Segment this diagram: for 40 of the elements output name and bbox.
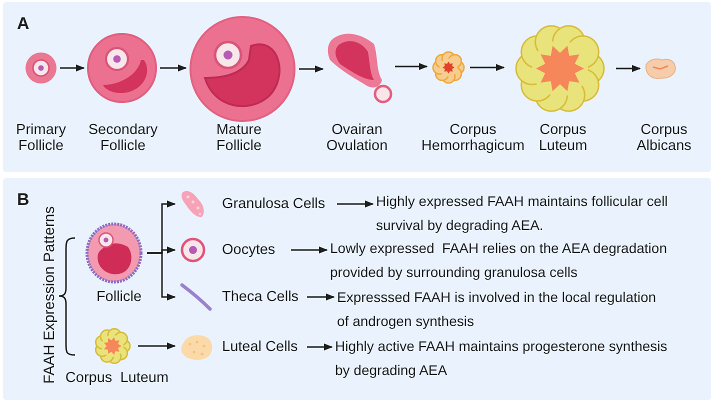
description-text: Lowly expressed FAAH relies on the AEA degradation provided by surrounding granulosa cells	[330, 236, 680, 286]
arrow	[60, 64, 85, 72]
axis-title: FAAH Expression Patterns	[41, 205, 59, 385]
arrow	[147, 252, 176, 301]
panel-letter: B	[17, 190, 30, 210]
arrow	[307, 343, 333, 351]
description-text: Highly active FAAH maintains progesterone synthesis by degrading AEA	[335, 334, 685, 384]
stage-caption: Ovairan Ovulation	[326, 122, 388, 154]
corpus-albicans-drawing	[643, 57, 677, 80]
mature-follicle-drawing	[189, 16, 296, 122]
stage-caption: Mature Follicle	[216, 122, 262, 154]
arrow	[470, 64, 505, 72]
arrow	[160, 64, 187, 72]
description-text: Expresssed FAAH is involved in the local regulation of androgen synthesis	[337, 285, 667, 335]
primary-follicle-drawing	[25, 52, 57, 84]
panel-background	[3, 178, 711, 400]
stage-caption: Corpus Luteum	[64, 370, 170, 386]
secondary-follicle-drawing	[87, 33, 157, 103]
arrow	[291, 246, 328, 254]
arrow	[395, 62, 428, 70]
stage-caption: Corpus Albicans	[636, 122, 692, 154]
stage-caption: Secondary Follicle	[88, 122, 158, 154]
arrow	[138, 342, 176, 350]
arrow	[299, 65, 324, 73]
stage-caption: Primary Follicle	[16, 122, 66, 154]
cell-type-label: Granulosa Cells	[222, 196, 326, 212]
cell-type-label: Theca Cells	[222, 289, 299, 305]
follicle-drawing	[84, 223, 144, 283]
description-text: Highly expressed FAAH maintains follicular cell survival by degrading AEA.	[376, 189, 681, 239]
panel-background	[3, 2, 711, 172]
corpus-hemorrhagicum-drawing	[430, 52, 467, 83]
arrow	[616, 64, 641, 72]
stage-caption: Corpus Luteum	[538, 122, 588, 154]
cell-type-label: Luteal Cells	[222, 339, 298, 355]
stage-caption: Corpus Hemorrhagicum	[421, 122, 525, 154]
stage-caption: Follicle	[95, 289, 143, 305]
arrow	[307, 293, 335, 301]
cell-type-label: Oocytes	[222, 242, 276, 258]
panel-letter: A	[17, 14, 30, 34]
arrow	[337, 200, 374, 208]
